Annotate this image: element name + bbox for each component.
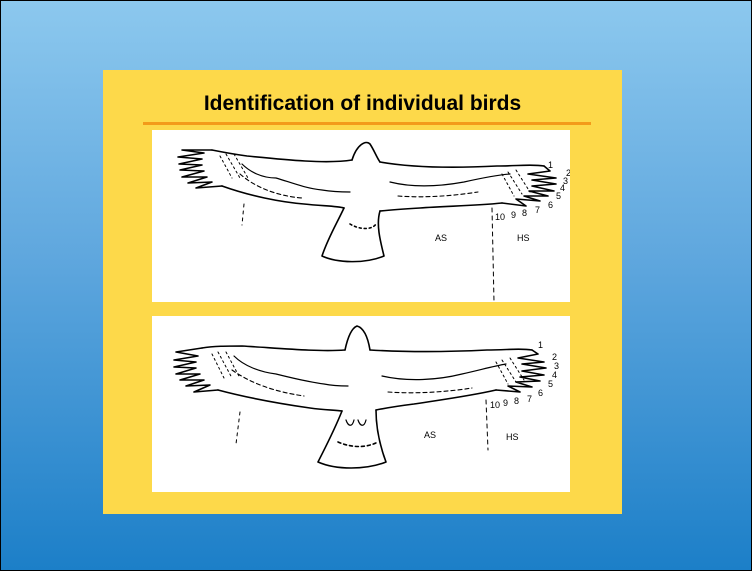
feather-number-6: 6 <box>548 200 553 210</box>
feather-number-10: 10 <box>490 400 500 410</box>
feather-number-1: 1 <box>548 160 553 170</box>
feather-number-8: 8 <box>522 208 527 218</box>
content-panel: Identification of individual birds <box>103 70 622 514</box>
feather-number-8: 8 <box>514 396 519 406</box>
section-label-hs: HS <box>517 233 530 243</box>
feather-number-7: 7 <box>527 394 532 404</box>
eagle-silhouette-top: 1 2 3 4 5 6 7 8 9 10 AS HS <box>152 130 570 302</box>
feather-number-9: 9 <box>511 210 516 220</box>
slide-title: Identification of individual birds <box>103 92 622 116</box>
feather-number-1: 1 <box>538 340 543 350</box>
feather-number-9: 9 <box>503 398 508 408</box>
title-underline <box>143 122 591 125</box>
feather-number-6: 6 <box>538 388 543 398</box>
feather-number-5: 5 <box>548 379 553 389</box>
bird-diagram-bottom: 1 2 3 4 5 6 7 8 9 10 AS HS <box>152 316 570 492</box>
bird-diagram-top: 1 2 3 4 5 6 7 8 9 10 AS HS <box>152 130 570 302</box>
feather-number-5: 5 <box>556 191 561 201</box>
section-label-as: AS <box>435 233 447 243</box>
section-label-hs: HS <box>506 432 519 442</box>
feather-number-10: 10 <box>495 212 505 222</box>
feather-number-7: 7 <box>535 205 540 215</box>
section-label-as: AS <box>424 430 436 440</box>
eagle-silhouette-bottom: 1 2 3 4 5 6 7 8 9 10 AS HS <box>152 316 570 492</box>
